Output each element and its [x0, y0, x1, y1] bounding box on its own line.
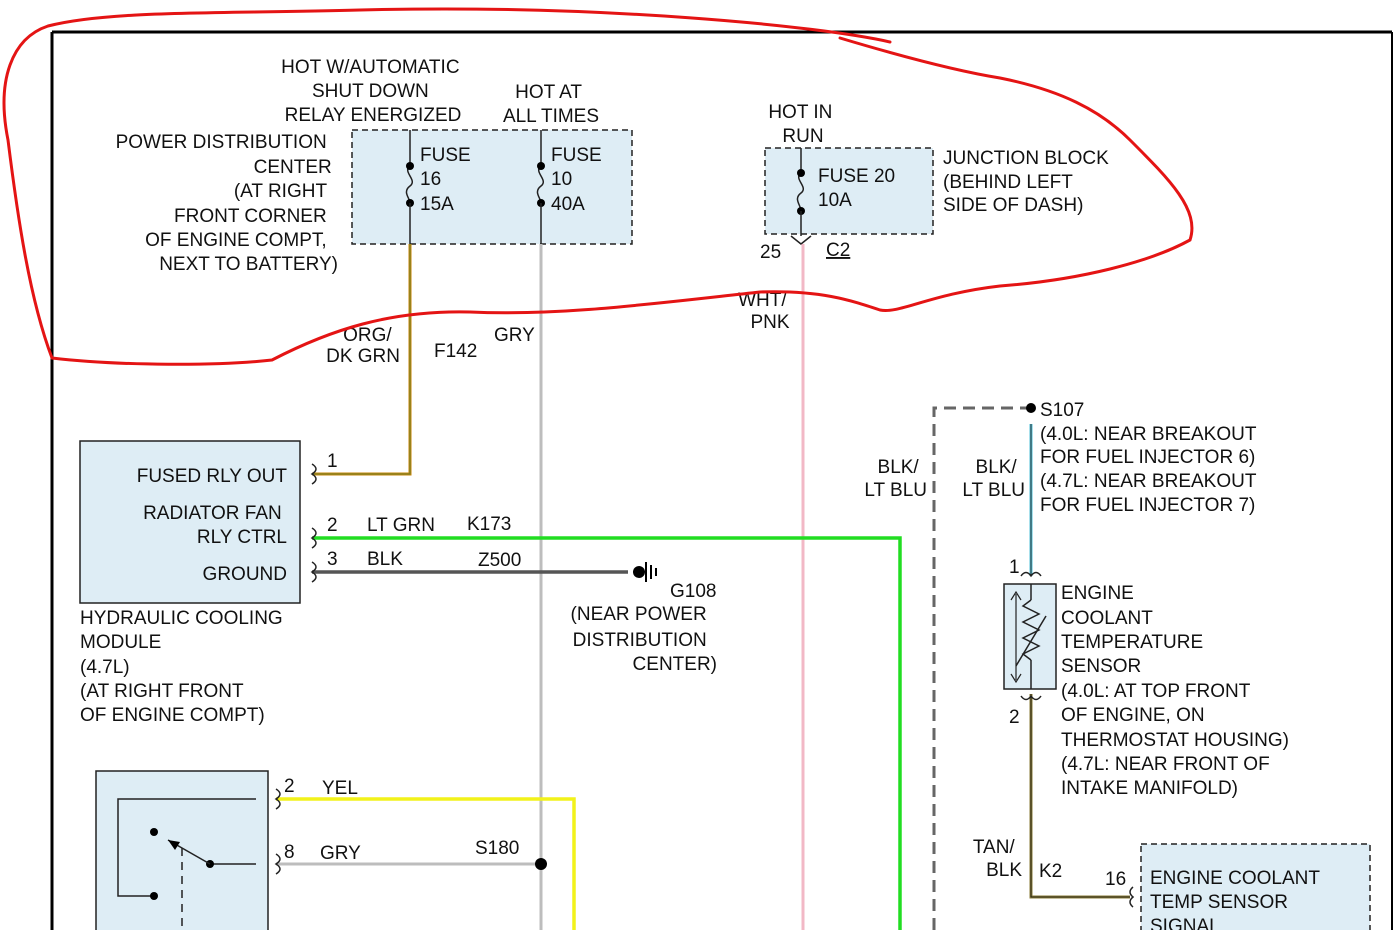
module-pin-2: 2: [327, 515, 338, 536]
module-pin-1: 1: [327, 451, 338, 472]
ect-signal-label: ENGINE COOLANT TEMP SENSOR SIGNAL: [1150, 868, 1325, 930]
junction-block-label: JUNCTION BLOCK (BEHIND LEFT SIDE OF DASH…: [943, 148, 1114, 216]
ect-signal-module-box: [1140, 843, 1371, 930]
switch-connector-pin2: [274, 788, 281, 810]
wire-yel: [276, 797, 576, 930]
splice-s180-id: S180: [475, 838, 519, 859]
fuse-20-label: FUSE 20 10A: [818, 166, 900, 211]
module-radiator-fan-rly-ctrl: RADIATOR FAN RLY CTRL: [143, 503, 287, 548]
module-connector-pin2: [310, 527, 317, 549]
fuse-10-symbol: [536, 130, 545, 244]
wire-blk-label: BLK: [367, 549, 403, 570]
ground-g108-symbol: [633, 562, 657, 582]
wire-org-dkgrn-stripe: [312, 244, 411, 475]
switch-pin-8: 8: [284, 842, 295, 863]
wire-lt-grn: [312, 536, 902, 930]
fuse-10-label: FUSE 10 40A: [551, 145, 607, 215]
ground-g108-location: (NEAR POWER DISTRIBUTION CENTER): [571, 604, 717, 675]
junction-block-box: [764, 147, 934, 235]
wire-blk-ltblu-left-label: BLK/ LT BLU: [864, 457, 927, 501]
wire-org-dkgrn-label: ORG/ DK GRN: [326, 325, 400, 367]
fuse-20-symbol: [790, 148, 812, 245]
module-connector-pin3: [310, 561, 317, 583]
circuit-k173-label: K173: [467, 514, 511, 535]
wire-lt-grn-label: LT GRN: [367, 515, 435, 536]
wire-blk-ltblu-right-label: BLK/ LT BLU: [962, 457, 1025, 501]
jb-pin-25: 25: [760, 242, 781, 263]
thermistor-symbol: [1010, 584, 1047, 689]
wire-yel-label: YEL: [322, 778, 358, 799]
jb-connector-c2: C2: [826, 240, 850, 261]
jb-hot-run-label: HOT IN RUN: [768, 102, 837, 147]
ect-connector-pin1: [1020, 571, 1042, 578]
module-location-label: HYDRAULIC COOLING MODULE (4.7L) (AT RIGH…: [80, 608, 288, 726]
ect-signal-connector-pin16: [1129, 886, 1135, 908]
module-pin-3: 3: [327, 549, 338, 570]
wire-gry-top-label: GRY: [494, 325, 535, 346]
ect-pin-2: 2: [1009, 707, 1020, 728]
wire-gry-lower-label: GRY: [320, 843, 361, 864]
wire-tan-blk-label: TAN/ BLK: [973, 837, 1022, 881]
ect-sensor-label: ENGINE COOLANT TEMPERATURE SENSOR (4.0L:…: [1061, 583, 1294, 799]
ground-g108-id: G108: [670, 581, 716, 602]
pdc-hot-asd-label: HOT W/AUTOMATIC SHUT DOWN RELAY ENERGIZE…: [281, 57, 465, 126]
ect-connector-pin2: [1020, 694, 1042, 701]
splice-s107-id: S107: [1040, 400, 1084, 421]
fuse-16-label: FUSE 16 15A: [420, 145, 476, 215]
pdc-location-label: POWER DISTRIBUTION CENTER (AT RIGHT FRON…: [116, 132, 338, 275]
pdc-hot-always-label: HOT AT ALL TIMES: [503, 82, 599, 127]
ect-signal-pin-16: 16: [1105, 869, 1126, 890]
circuit-z500-label: Z500: [478, 550, 521, 571]
circuit-k2-label: K2: [1039, 861, 1062, 882]
red-annotation-circle: [2, 7, 1194, 366]
s107-shield-dashed: [932, 406, 1031, 930]
module-connector-pin1: [310, 463, 317, 485]
wire-wht-pnk-label: WHT/ PNK: [738, 290, 792, 333]
module-fused-rly-out: FUSED RLY OUT: [137, 466, 288, 487]
module-ground: GROUND: [203, 564, 287, 585]
switch-pin-2: 2: [284, 776, 295, 797]
ect-pin-1: 1: [1009, 557, 1020, 578]
switch-connector-pin8: [274, 853, 281, 875]
splice-s107-location: (4.0L: NEAR BREAKOUT FOR FUEL INJECTOR 6…: [1040, 424, 1261, 516]
wire-tan-blk-stripe: [1030, 694, 1130, 898]
s180-splice-dot: [535, 858, 547, 870]
switch-symbol: [117, 798, 256, 930]
pdc-box: [351, 129, 633, 245]
s107-splice-dot: [1026, 403, 1036, 413]
hydraulic-cooling-module-box: [79, 440, 301, 604]
circuit-f142-label: F142: [434, 341, 477, 362]
fuse-16-symbol: [405, 130, 414, 244]
